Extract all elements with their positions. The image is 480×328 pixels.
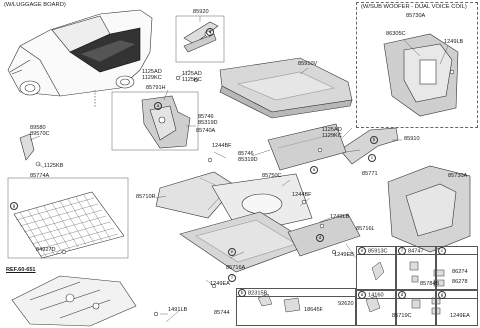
callout-1491LB: 1491LB — [168, 307, 188, 313]
callout-85710R: 85710R — [136, 194, 156, 200]
legend-head-row3 — [356, 290, 478, 299]
callout-1244BF-b: 1244BF — [292, 192, 312, 198]
trim-85740A — [111, 91, 199, 151]
ref-link[interactable]: REF.60-651 — [6, 267, 36, 273]
callout-85791H: 85791H — [146, 85, 166, 91]
callout-85746-a: 85746 — [198, 114, 214, 120]
marker-e-1: e — [228, 248, 238, 256]
legend-head-row1 — [356, 246, 478, 255]
legend-cell-g — [436, 246, 478, 290]
callout-1125AD-b: 1125AD — [182, 71, 202, 77]
bracket-89580 — [19, 133, 41, 167]
trim-85730A — [387, 165, 471, 253]
callout-85319D-a: 85319D — [198, 120, 218, 126]
callout-1125AD-c: 1125AD — [322, 127, 342, 133]
callout-85910V: 85910V — [298, 61, 318, 67]
callout-85319D-b: 85319D — [238, 157, 258, 163]
callout-1249LB-r: 1249LB — [330, 214, 350, 220]
callout-1125KC: 1125KC — [182, 77, 202, 83]
legend-cell-e — [356, 246, 396, 290]
callout-1129KC-a: 1129KC — [142, 75, 162, 81]
legend-cell-c2 — [436, 290, 478, 326]
callout-85716A: 85716A — [226, 265, 246, 271]
legend-cell-a — [356, 290, 396, 326]
legend-cell-f — [396, 246, 436, 290]
panel-85716A — [179, 211, 313, 273]
marker-d-2: d — [316, 234, 326, 242]
callout-85740A: 85740A — [196, 128, 216, 134]
callout-1249EA-a: 1249EA — [210, 281, 230, 287]
callout-85716L: 85716L — [356, 226, 375, 232]
callout-86278: 86278 — [452, 279, 468, 285]
cover-85910V — [219, 57, 353, 119]
marker-b-1: b — [370, 136, 380, 144]
legend-label-d: d — [398, 291, 408, 299]
callout-85746-b: 85746 — [238, 151, 254, 157]
subwoofer-box — [356, 2, 478, 128]
legend-label-g: g — [438, 291, 448, 299]
trim-85920 — [175, 15, 225, 63]
callout-85910: 85910 — [404, 136, 420, 142]
callout-89570C: 89570C — [30, 131, 50, 137]
marker-c-1: c — [368, 154, 378, 162]
marker-f-1: f — [228, 274, 238, 282]
net-85774A — [7, 177, 129, 259]
callout-85771: 85771 — [362, 171, 378, 177]
callout-85750C: 85750C — [262, 173, 282, 179]
callout-85774A: 85774A — [30, 173, 50, 179]
callout-1244BF-a: 1244BF — [212, 143, 232, 149]
callout-85730A-top: 85730A — [406, 13, 426, 19]
callout-85744: 85744 — [214, 310, 230, 316]
marker-a-1: a — [154, 102, 164, 110]
callout-89580: 89580 — [30, 125, 46, 131]
title-luggage-board: (W/LUGGAGE BOARD) — [4, 2, 66, 8]
callout-1249EB: 1249EB — [334, 252, 354, 258]
legend-cell-d — [396, 290, 436, 326]
panel-85716L — [287, 213, 361, 257]
callout-1249LB-top: 1249LB — [444, 39, 464, 45]
marker-g-1: g — [10, 202, 20, 210]
legend-cell-b — [236, 288, 356, 326]
marker-a-2: a — [310, 166, 320, 174]
marker-d-1: d — [206, 28, 216, 36]
callout-85730A-r: 85730A — [448, 173, 468, 179]
legend-head-row2 — [236, 288, 356, 297]
callout-1129KC-c: 1129KC — [322, 133, 342, 139]
callout-1125AD-a: 1125AD — [142, 69, 162, 75]
callout-84927D: 84927D — [36, 247, 56, 253]
callout-86305C: 86305C — [386, 31, 406, 37]
callout-1125KB: 1125KB — [44, 163, 64, 169]
callout-1249EA-b: 1249EA — [450, 313, 470, 319]
subwoofer-assembly — [383, 33, 459, 117]
car-illustration — [7, 9, 153, 108]
sill-85771 — [267, 123, 347, 171]
callout-85719C: 85719C — [392, 313, 412, 319]
title-sub-woofer: (W/SUB WOOFER - DUAL VOICE COIL) — [361, 4, 467, 10]
callout-92620: 92620 — [338, 301, 354, 307]
legend-label-c: c — [438, 247, 448, 255]
callout-18645F: 18645F — [304, 307, 323, 313]
floor-panel — [11, 275, 137, 327]
callout-85920: 85920 — [193, 9, 209, 15]
callout-85784B: 85784B — [420, 281, 440, 287]
callout-86274: 86274 — [452, 269, 468, 275]
